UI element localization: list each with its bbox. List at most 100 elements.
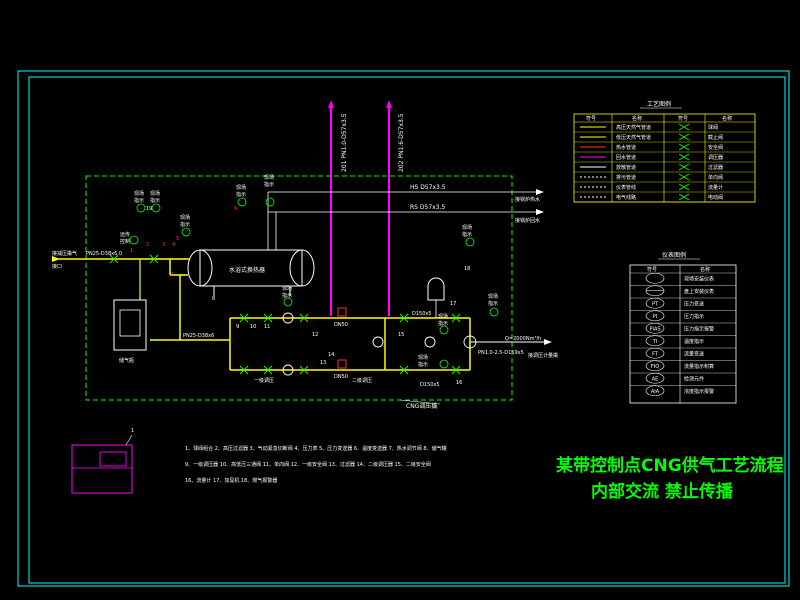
callout-number: 16 — [456, 380, 462, 386]
callout-number: 2 — [146, 242, 149, 248]
instrument-symbol-code: AE — [652, 376, 659, 382]
callout-number: 19 — [146, 206, 152, 212]
legend-valve-symbol — [678, 193, 690, 201]
heater-body — [199, 249, 303, 287]
cng-label-leader — [399, 399, 441, 405]
valve-icon — [149, 254, 159, 264]
valve-icon — [451, 365, 461, 375]
instrument-icon — [237, 197, 247, 207]
valve-icon — [399, 365, 409, 375]
callout-number: 12 — [312, 332, 318, 338]
detector-screen — [99, 451, 127, 467]
instruments — [129, 197, 499, 369]
callout-number: 6 — [234, 206, 237, 212]
legend-row-name: 流量计 — [708, 184, 723, 191]
instrument-symbol-name: 压力指示报警 — [684, 325, 714, 332]
valve-icon — [399, 313, 409, 323]
callout-number: 9 — [236, 324, 239, 330]
regulator-icon — [282, 312, 294, 324]
instrument-icon — [283, 297, 293, 307]
instrument-symbol-icon — [645, 272, 665, 284]
callout-number: 14 — [328, 352, 334, 358]
mid-spec: PN25-D38x6 — [183, 333, 214, 339]
instrument-symbol-name: 浓度指示报警 — [684, 388, 714, 395]
callout-number: 11 — [264, 324, 270, 330]
valve-icon — [239, 365, 249, 375]
regulator-icon — [424, 336, 436, 348]
legend-valve-symbol — [678, 173, 690, 181]
callout-number: 1 — [130, 248, 133, 254]
notes-line-2: 9、一级调压器 10、高低压三通阀 11、单向阀 12、一级安全阀 13、过滤器… — [185, 461, 431, 468]
callout-number: 3 — [162, 242, 165, 248]
vent-201-arrow — [328, 100, 334, 108]
instrument-icon — [151, 203, 161, 213]
notes-line-1: 1、球阀组合 2、高压过滤器 3、气动紧急切断阀 4、压力表 5、压力变送器 6… — [185, 445, 447, 452]
outlet-arrow — [544, 339, 552, 345]
secondary-reg-label: 二级调压 — [352, 377, 372, 384]
hs-spec: HS D57x3.5 — [410, 184, 446, 191]
valve-icon — [263, 365, 273, 375]
instrument-icon — [181, 227, 191, 237]
rs-spec: RS D57x3.5 — [410, 204, 445, 211]
valve-icon — [299, 365, 309, 375]
instrument-symbol-icon — [645, 347, 665, 359]
instrument-label: 现场 — [236, 184, 246, 191]
vent-202-spec: 202 PN1.6-D57x3.5 — [398, 113, 405, 172]
valve-icon — [263, 313, 273, 323]
valves — [109, 254, 461, 375]
instrument-label: 指示 — [462, 231, 472, 238]
legend-valve-symbol — [678, 163, 690, 171]
instrument-symbol-name: 压力指示 — [684, 313, 704, 320]
instrument-symbol-icon — [645, 385, 665, 397]
detector-device: 1 — [71, 428, 134, 494]
instrument-symbol-code: FT — [652, 351, 659, 357]
inlet-label2: 接口 — [52, 263, 62, 270]
instrument-symbol-name: 流量指示积算 — [684, 363, 714, 370]
instrument-label: 指示 — [488, 300, 498, 307]
instrument-symbol-name: 流量变送 — [684, 350, 704, 357]
relief-valve-top — [337, 307, 347, 317]
legend-valve-symbol — [678, 133, 690, 141]
frame-inner — [28, 76, 786, 584]
legend-row-name: 仪表管线 — [616, 184, 636, 191]
legend-row-name: 单向阀 — [708, 174, 723, 181]
gas-tank-box — [113, 299, 147, 351]
legend-row-name: 电动阀 — [708, 194, 723, 201]
callout-number: 18 — [464, 266, 470, 272]
legend-process: 工艺图例 符号 名称 符号 名称 高压天然气管道低压天然气管道热水管道回水管道放… — [573, 100, 756, 203]
instrument-label: 现场 — [418, 354, 428, 361]
instrument-label: 现场 — [180, 214, 190, 221]
detector-leader — [125, 434, 133, 446]
valve-icon — [299, 313, 309, 323]
legend-process-title: 工艺图例 — [647, 100, 671, 108]
callout-number: 13 — [320, 360, 326, 366]
drawing-title: 某带控制点CNG供气工艺流程 — [556, 455, 784, 476]
instrument-symbol-icon — [645, 360, 665, 372]
instrument-icon — [129, 235, 139, 245]
outlet-spec: PN1.0-2.5-D159x5 — [478, 350, 524, 356]
instrument-icon — [136, 203, 146, 213]
instrument-symbol-code: PIAS — [649, 326, 660, 332]
flowmeter-icon — [463, 335, 477, 349]
callout-number: 15 — [398, 332, 404, 338]
instrument-symbol-code: AIA — [651, 389, 660, 395]
drawing-subtitle: 内部交流 禁止传播 — [591, 481, 734, 502]
callout-number: 17 — [450, 301, 456, 307]
instrument-symbol-code: FIQ — [651, 364, 659, 370]
skid-boundary — [85, 175, 513, 401]
regulator-icon — [282, 364, 294, 376]
legend-row-name: 高压天然气管道 — [616, 124, 651, 131]
instrument-labels: 现场 指示 现场 指示 现场 指示 现场 指示 现场 指示 现场 指示 现场 指… — [120, 174, 498, 368]
instrument-label: 指示 — [264, 181, 274, 188]
inlet-label: 接减压撬气 — [52, 250, 77, 257]
legend-head-name-2: 名称 — [722, 115, 732, 122]
callout-number: 10 — [250, 324, 256, 330]
hs-arrow — [536, 189, 544, 195]
instrument-label: 现场 — [150, 190, 160, 197]
callout-numbers: 1 2 3 4 5 6 7 8 9 10 11 12 13 14 15 16 1… — [130, 206, 470, 386]
valve-icon — [109, 254, 119, 264]
instrument-label: 指示 — [438, 320, 448, 327]
instrument-symbol-icon — [645, 310, 665, 322]
gas-tank-inner — [119, 309, 141, 337]
gas-tank-label: 储气瓶 — [119, 357, 134, 364]
